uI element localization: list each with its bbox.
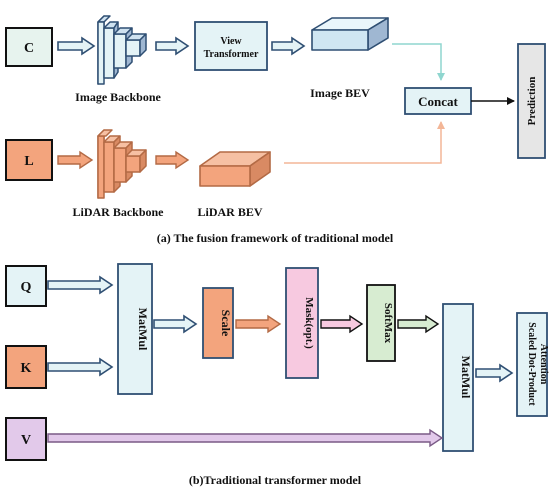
lidar-bev-slab [199,151,271,187]
v-input-label: V [21,433,31,448]
arrow-softmax-to-matmul [397,314,440,334]
lidar-backbone-icon [97,129,147,199]
arrow-view-transformer-to-image-bev [271,36,306,56]
arrow-image-bev-to-concat [392,43,445,81]
q-input-box [5,265,47,307]
image-backbone-label: Image Backbone [75,90,161,104]
attention-label-line2: Attention [538,344,549,385]
mask-box [285,267,319,379]
arrow-k-to-matmul [47,357,114,377]
view-transformer-label-line2: Transformer [204,49,259,60]
arrow-v-to-matmul [47,428,444,448]
arrow-c-to-backbone [57,36,96,56]
arrow-lidar-bev-to-concat [284,121,445,164]
softmax-box [366,284,396,362]
camera-input-label: C [24,41,34,56]
attention-label-line1: Scaled Dot-Product [526,322,537,406]
matmul-label-2: MatMul [459,356,473,399]
attention-output-box [516,312,548,417]
matmul-box-1 [117,263,153,395]
arrow-backbone-to-view-transformer [155,36,190,56]
prediction-label: Prediction [526,77,538,126]
arrow-q-to-matmul [47,275,114,295]
k-input-label: K [21,361,32,376]
concat-box [404,87,472,115]
lidar-input-label: L [24,154,33,169]
view-transformer-box [194,21,268,71]
arrow-lidar-backbone-to-lidar-bev [155,150,190,170]
lidar-input-box [5,139,53,181]
image-bev-slab [311,17,389,51]
matmul-label-1: MatMul [136,308,150,351]
scale-label: Scale [219,310,233,337]
prediction-box [517,43,546,159]
image-backbone-icon [97,15,147,85]
arrow-l-to-lidar-backbone [57,150,94,170]
arrow-matmul-to-output [475,363,514,383]
softmax-label: SoftMax [382,303,394,344]
lidar-bev-label: LiDAR BEV [197,205,262,219]
arrow-scale-to-mask [235,314,282,334]
arrow-mask-to-softmax [320,314,364,334]
concat-label: Concat [418,94,458,109]
image-bev-label: Image BEV [310,86,370,100]
v-input-box [5,417,47,461]
k-input-box [5,345,47,389]
mask-label: Mask(opt.) [303,297,315,349]
scale-box [202,287,234,359]
q-input-label: Q [21,280,32,295]
camera-input-box [5,27,53,67]
lidar-backbone-label: LiDAR Backbone [72,205,164,219]
arrow-matmul-to-scale [153,314,198,334]
caption-b: (b)Traditional transformer model [189,473,362,487]
matmul-box-2 [442,303,474,452]
view-transformer-label-line1: View [220,36,242,47]
caption-a: (a) The fusion framework of traditional … [157,231,394,245]
